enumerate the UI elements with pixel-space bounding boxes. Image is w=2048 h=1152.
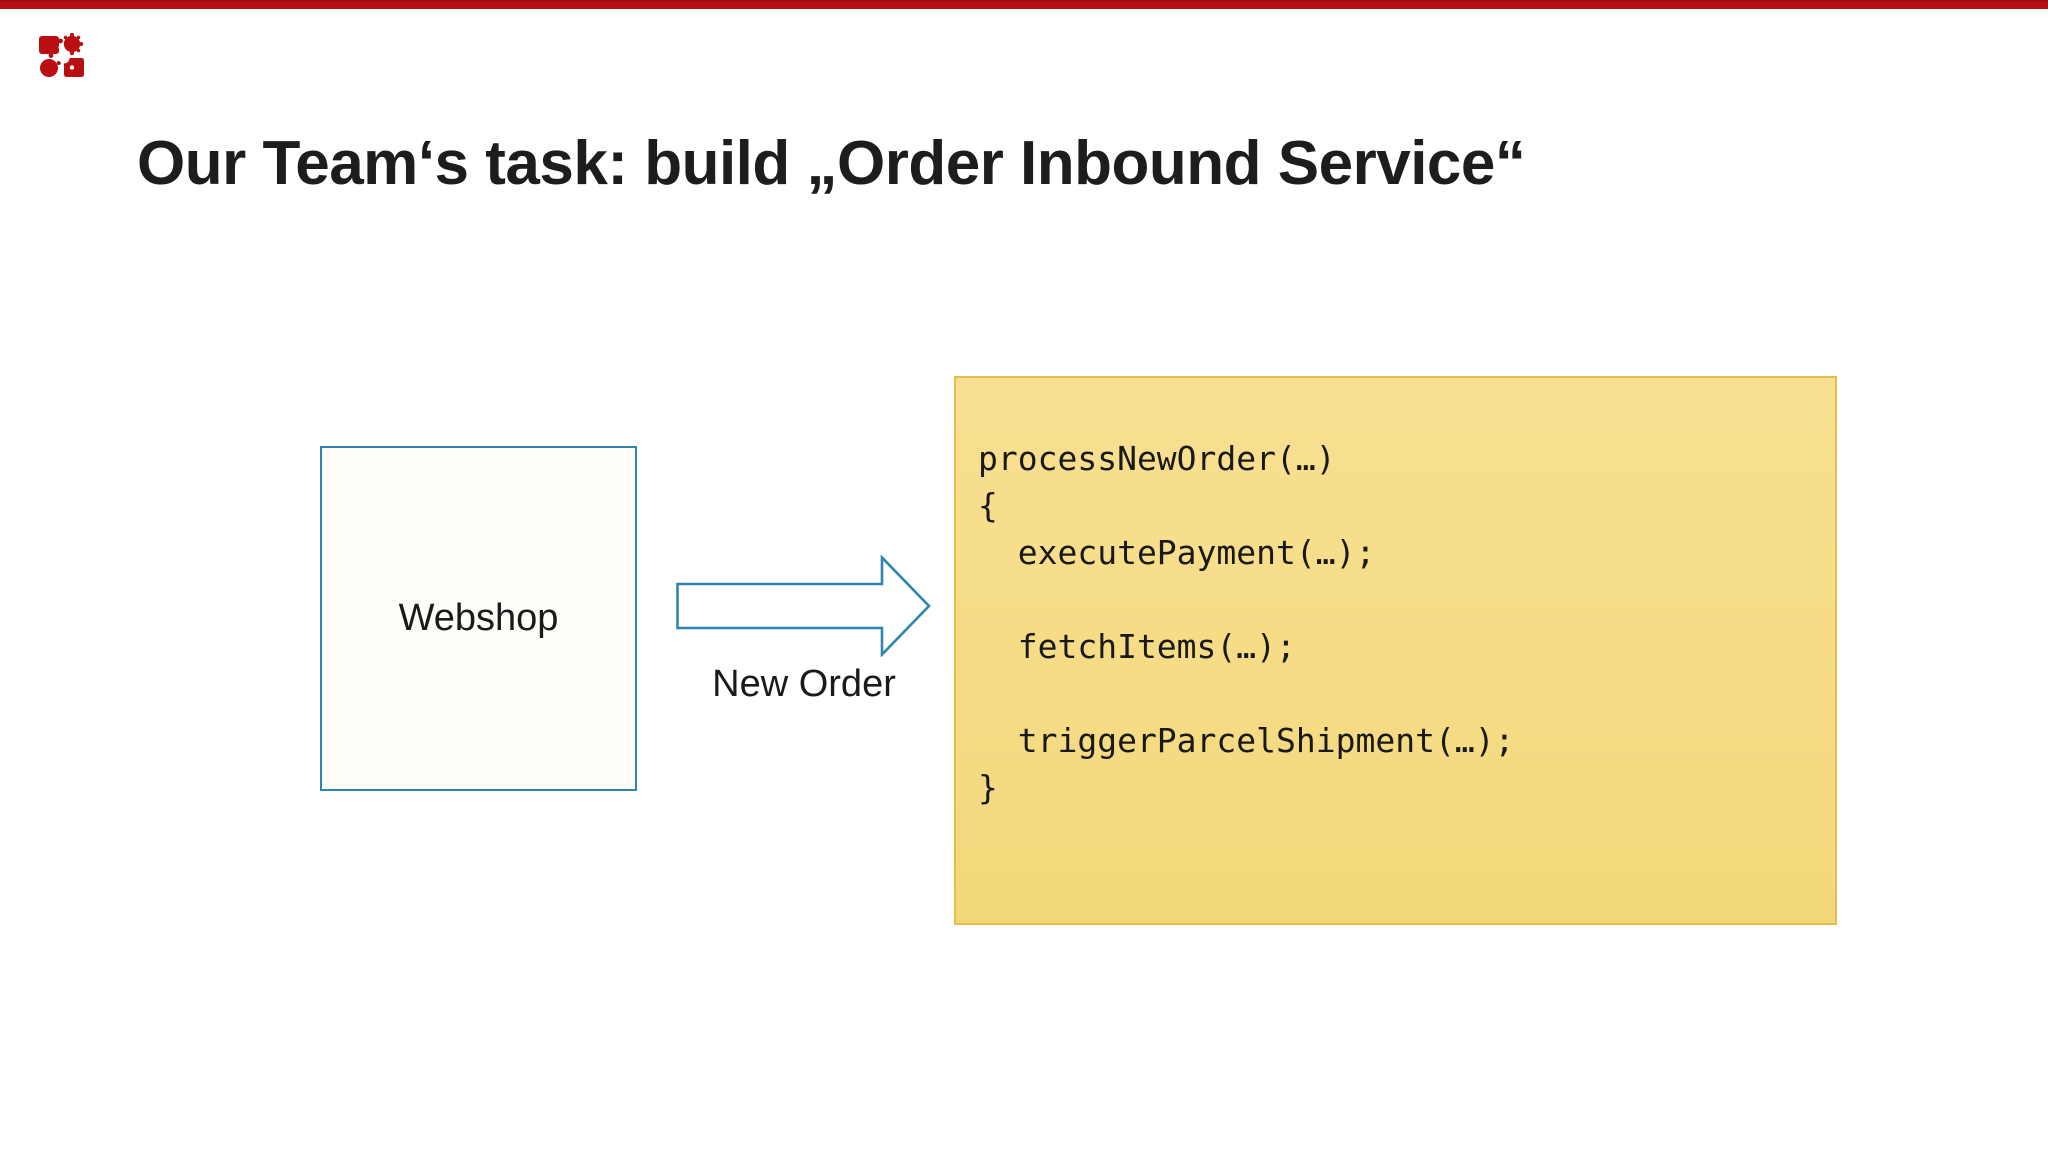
arrow-label: New Order [712,663,896,705]
webshop-box: Webshop [320,446,637,791]
slide-title: Our Team‘s task: build „Order Inbound Se… [137,129,1526,198]
order-inbound-code-box: processNewOrder(…) { executePayment(…); … [954,376,1837,925]
company-logo [38,33,86,79]
webshop-label: Webshop [398,596,559,639]
gears-logo-icon [39,33,84,77]
top-accent-bar [0,0,2048,9]
right-arrow-icon [676,555,931,657]
